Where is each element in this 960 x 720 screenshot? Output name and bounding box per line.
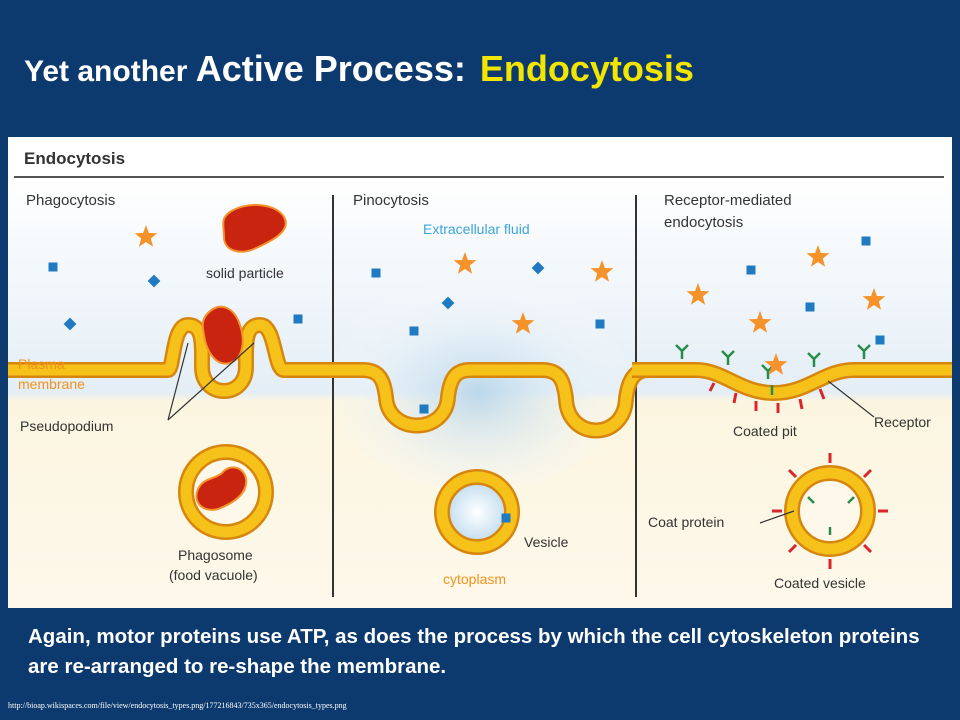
pseudopodium-pointer-2: [167, 342, 255, 421]
pinocytosis-title: Pinocytosis: [353, 192, 429, 209]
solute-square: [371, 268, 381, 278]
coated-vesicle-label: Coated vesicle: [774, 575, 866, 591]
pseudopodium-label: Pseudopodium: [20, 418, 113, 434]
solute-diamond: [63, 317, 77, 331]
solute-square: [293, 314, 303, 324]
endocytosis-diagram: Endocytosis Phagocytosis solid particle …: [8, 149, 952, 608]
solute-star: [862, 288, 886, 310]
solute-diamond: [147, 274, 161, 288]
receptor-pointer: [827, 380, 875, 418]
solute-square: [805, 302, 815, 312]
phagocytosis-title: Phagocytosis: [26, 192, 115, 209]
solute-star: [806, 245, 830, 267]
title-part-1: Yet another: [24, 55, 196, 88]
coat-proteins-pit: [708, 382, 826, 413]
solute-stars: [134, 225, 886, 375]
solid-particle-label: solid particle: [206, 265, 284, 281]
extracellular-fluid-label: Extracellular fluid: [423, 221, 530, 237]
solute-star: [453, 252, 477, 274]
receptor-mediated-title-line1: Receptor-mediated: [664, 192, 792, 209]
solute-square: [501, 513, 511, 523]
pinocytosis-vesicle: [434, 469, 520, 555]
phagocytosis-membrane: [8, 316, 338, 399]
receptor-label: Receptor: [874, 414, 931, 430]
coat-protein-pointer: [759, 510, 795, 524]
coated-vesicle: [772, 453, 888, 569]
solute-diamond: [441, 296, 455, 310]
engulfed-particle: [201, 305, 244, 365]
solute-star: [134, 225, 158, 247]
solute-square: [746, 265, 756, 275]
solute-star: [511, 312, 535, 334]
membrane-label: membrane: [18, 376, 85, 392]
source-url: http://bioap.wikispaces.com/file/view/en…: [8, 701, 347, 710]
solute-square: [875, 335, 885, 345]
slide-caption: Again, motor proteins use ATP, as does t…: [28, 625, 920, 678]
plasma-label: Plasma: [18, 356, 65, 372]
solute-square: [595, 319, 605, 329]
title-part-2: Active Process:: [195, 48, 466, 89]
solute-star: [764, 353, 788, 375]
endocytosis-figure: Endocytosis Phagocytosis solid particle …: [8, 137, 952, 608]
phagosome-label: Phagosome: [178, 547, 253, 563]
cytoplasm-label: cytoplasm: [443, 571, 506, 587]
solute-star: [748, 311, 772, 333]
pinocytosis-glow: [328, 272, 628, 492]
solute-square: [419, 404, 429, 414]
coat-protein-label: Coat protein: [648, 514, 724, 530]
pseudopodium-pointer-1: [167, 342, 189, 421]
food-vacuole-label: (food vacuole): [169, 567, 258, 583]
slide-title: Yet another Active Process: Endocytosis: [24, 48, 954, 108]
title-part-3: Endocytosis: [479, 48, 694, 89]
receptor-membrane: [632, 362, 952, 402]
solute-square: [48, 262, 58, 272]
figure-heading: Endocytosis: [24, 149, 125, 168]
vesicle-label: Vesicle: [524, 534, 569, 550]
pinocytosis-membrane: [328, 362, 649, 439]
coated-pit-label: Coated pit: [733, 423, 797, 439]
phagosome: [178, 444, 274, 540]
receptor-mediated-title-line2: endocytosis: [664, 214, 743, 231]
solute-square: [409, 326, 419, 336]
solute-square: [861, 236, 871, 246]
solute-star: [590, 260, 614, 282]
receptors: [675, 344, 871, 395]
solute-star: [686, 283, 710, 305]
solid-particle: [222, 203, 287, 253]
